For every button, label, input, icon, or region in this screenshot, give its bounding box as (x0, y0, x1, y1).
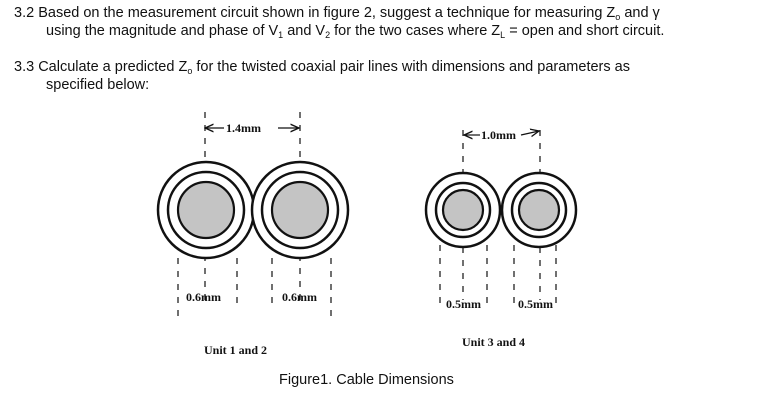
question-3-3-line-2: specified below: (14, 76, 754, 94)
left-cable-pair: 1.4mm 0.6mm 0.6mm Unit 1 and 2 (156, 112, 350, 357)
question-text: Based on the measurement circuit shown i… (38, 5, 616, 21)
coax-cable (156, 160, 256, 260)
inner-conductor (270, 180, 330, 240)
spacing-label: 1.0mm (481, 128, 516, 142)
subscript: 2 (325, 30, 331, 40)
question-text: specified below: (46, 77, 150, 93)
question-3-3-line-1: 3.3 Calculate a predicted Zo for the twi… (14, 58, 754, 76)
unit-label: Unit 1 and 2 (204, 343, 267, 357)
subscript: L (500, 30, 506, 40)
question-text: and γ (620, 5, 660, 21)
question-text: Calculate a predicted Z (38, 59, 188, 75)
question-text: using the magnitude and phase of V (46, 23, 279, 39)
question-3-2: 3.2 Based on the measurement circuit sho… (14, 4, 754, 40)
coax-cable (500, 171, 578, 249)
inner-conductor (176, 180, 236, 240)
inner-diameter-label: 0.6mm (186, 290, 221, 304)
question-text: for the twisted coaxial pair lines with … (192, 59, 630, 75)
coax-cable (250, 160, 350, 260)
inner-diameter-label: 0.6mm (282, 290, 317, 304)
inner-diameter-label: 0.5mm (446, 297, 481, 311)
dimension-arrow-right (520, 131, 539, 135)
figure-caption: Figure1. Cable Dimensions (279, 372, 454, 388)
question-number: 3.3 (14, 59, 35, 75)
spacing-label: 1.4mm (226, 121, 261, 135)
question-text: = open and short circuit. (505, 23, 665, 39)
unit-label: Unit 3 and 4 (462, 335, 525, 349)
question-text: and V (283, 23, 326, 39)
subscript: o (615, 12, 621, 22)
question-3-2-line-1: 3.2 Based on the measurement circuit sho… (14, 4, 754, 22)
dashed-reference-lines (439, 130, 557, 310)
right-cable-pair: 1.0mm 0.5mm 0.5mm Unit 3 and 4 (424, 128, 578, 349)
question-3-3: 3.3 Calculate a predicted Zo for the twi… (14, 58, 754, 94)
subscript: o (187, 66, 193, 76)
inner-conductor (441, 188, 485, 232)
coax-cable (424, 171, 502, 249)
question-3-2-line-2: using the magnitude and phase of V1 and … (14, 22, 754, 40)
inner-conductor (517, 188, 561, 232)
subscript: 1 (278, 30, 284, 40)
inner-diameter-label: 0.5mm (518, 297, 553, 311)
question-text: for the two cases where Z (330, 23, 501, 39)
question-number: 3.2 (14, 5, 35, 21)
